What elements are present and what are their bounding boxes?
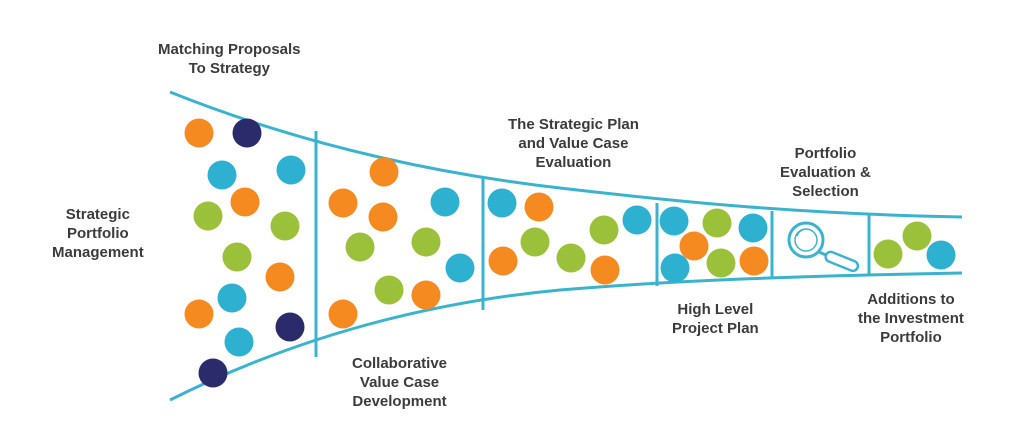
lens [787, 221, 825, 259]
teal-dot [217, 283, 247, 313]
navy-dot [198, 358, 228, 388]
green-dot [702, 208, 732, 238]
orange-dot [739, 246, 769, 276]
green-dot [589, 215, 619, 245]
teal-dot [487, 188, 517, 218]
orange-dot [184, 118, 214, 148]
label-portfolio-evaluation-selection: Portfolio Evaluation & Selection [780, 145, 871, 200]
label-high-level-project-plan: High Level Project Plan [672, 301, 759, 337]
orange-dot [411, 280, 441, 310]
teal-dot [430, 187, 460, 217]
navy-dot [275, 312, 305, 342]
magnifying-glass-icon [787, 221, 860, 273]
label-matching-proposals: Matching Proposals To Strategy [158, 41, 301, 77]
teal-dot [445, 253, 475, 283]
handle [824, 250, 860, 273]
orange-dot [328, 299, 358, 329]
orange-dot [230, 187, 260, 217]
orange-dot [328, 188, 358, 218]
green-dot [706, 248, 736, 278]
green-dot [411, 227, 441, 257]
green-dot [374, 275, 404, 305]
orange-dot [488, 246, 518, 276]
green-dot [520, 227, 550, 257]
orange-dot [265, 262, 295, 292]
teal-dot [207, 160, 237, 190]
handle-neck [818, 250, 827, 257]
label-strategic-portfolio-management: Strategic Portfolio Management [52, 206, 144, 261]
orange-dot [184, 299, 214, 329]
orange-dot [590, 255, 620, 285]
orange-dot [368, 202, 398, 232]
teal-dot [622, 205, 652, 235]
funnel-dots [184, 118, 956, 388]
green-dot [222, 242, 252, 272]
funnel-top-edge [169, 90, 963, 219]
green-dot [902, 221, 932, 251]
lens-glint [796, 228, 807, 237]
green-dot [556, 243, 586, 273]
teal-dot [659, 206, 689, 236]
funnel-bottom-edge [169, 271, 963, 402]
teal-dot [224, 327, 254, 357]
orange-dot [524, 192, 554, 222]
label-collaborative-value-case: Collaborative Value Case Development [352, 355, 448, 410]
teal-dot [738, 213, 768, 243]
label-additions-investment-portfolio: Additions to the Investment Portfolio [858, 291, 964, 346]
orange-dot [679, 231, 709, 261]
orange-dot [369, 157, 399, 187]
navy-dot [232, 118, 262, 148]
teal-dot [276, 155, 306, 185]
green-dot [873, 239, 903, 269]
green-dot [270, 211, 300, 241]
label-strategic-plan-value-case: The Strategic Plan and Value Case Evalua… [508, 116, 639, 171]
green-dot [193, 201, 223, 231]
green-dot [345, 232, 375, 262]
teal-dot [926, 240, 956, 270]
teal-dot [660, 253, 690, 283]
funnel-outline [169, 90, 963, 402]
